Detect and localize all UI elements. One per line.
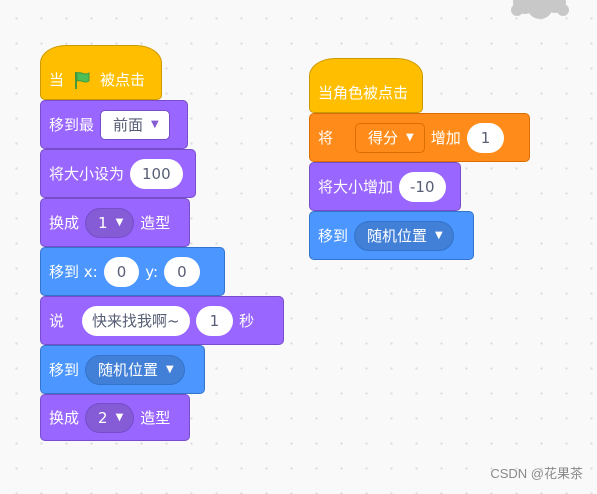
switch-costume-block-2[interactable]: 换成 2 ▼ 造型 (40, 394, 190, 441)
hat-suffix: 被点击 (100, 71, 146, 89)
y-input[interactable]: 0 (164, 256, 200, 287)
hat-label: 当角色被点击 (318, 84, 409, 102)
chevron-down-icon: ▼ (115, 412, 124, 423)
variable-dropdown[interactable]: 得分 ▼ (355, 122, 425, 153)
block-label: 移到 x: (49, 263, 98, 281)
when-sprite-clicked-hat[interactable]: 当角色被点击 (309, 58, 423, 113)
go-to-front-block[interactable]: 移到最 前面 ▼ (40, 100, 188, 149)
change-size-block[interactable]: 将大小增加 -10 (309, 162, 461, 211)
chevron-down-icon: ▼ (166, 364, 174, 375)
size-change-input[interactable]: -10 (399, 171, 446, 202)
block-label: 移到 (49, 361, 80, 379)
position-dropdown[interactable]: 随机位置 ▼ (85, 354, 185, 385)
hat-prefix: 当 (49, 71, 65, 89)
change-by-input[interactable]: 1 (466, 122, 505, 153)
dropdown-value: 2 (98, 408, 108, 427)
layer-dropdown[interactable]: 前面 ▼ (100, 109, 170, 140)
change-variable-block[interactable]: 将 得分 ▼ 增加 1 (309, 113, 530, 162)
block-label: 将大小设为 (49, 165, 125, 183)
block-label: 换成 (49, 409, 80, 427)
block-label: 移到最 (49, 116, 95, 134)
dropdown-value: 随机位置 (98, 361, 159, 379)
block-middle: 增加 (430, 129, 461, 147)
sprite-thumbnail-icon (511, 0, 569, 19)
block-label: 将 (318, 129, 334, 147)
block-suffix: 造型 (140, 214, 171, 232)
chevron-down-icon: ▼ (151, 119, 159, 130)
message-input[interactable]: 快来找我啊~ (82, 305, 190, 336)
costume-dropdown[interactable]: 2 ▼ (85, 402, 135, 433)
go-to-random-block-2[interactable]: 移到 随机位置 ▼ (309, 211, 474, 260)
costume-dropdown[interactable]: 1 ▼ (85, 207, 135, 238)
say-for-secs-block[interactable]: 说 快来找我啊~ 1 秒 (40, 296, 284, 345)
block-label: 移到 (318, 227, 349, 245)
go-to-random-block[interactable]: 移到 随机位置 ▼ (40, 345, 205, 394)
block-label: 说 (49, 312, 65, 330)
dropdown-value: 1 (98, 213, 108, 232)
dropdown-value: 随机位置 (367, 227, 428, 245)
set-size-block[interactable]: 将大小设为 100 (40, 149, 196, 198)
chevron-down-icon: ▼ (406, 132, 414, 143)
block-label: 换成 (49, 214, 80, 232)
position-dropdown[interactable]: 随机位置 ▼ (354, 220, 454, 251)
block-suffix: 秒 (239, 312, 255, 330)
go-to-xy-block[interactable]: 移到 x: 0 y: 0 (40, 247, 225, 296)
chevron-down-icon: ▼ (115, 217, 124, 228)
when-flag-clicked-hat[interactable]: 当 被点击 (40, 45, 162, 100)
switch-costume-block[interactable]: 换成 1 ▼ 造型 (40, 198, 190, 247)
seconds-input[interactable]: 1 (195, 305, 234, 336)
block-label: 将大小增加 (318, 178, 394, 196)
dropdown-value: 前面 (113, 116, 144, 134)
green-flag-icon (75, 71, 90, 89)
y-label: y: (145, 262, 159, 281)
x-input[interactable]: 0 (103, 256, 140, 287)
block-suffix: 造型 (140, 409, 171, 427)
dropdown-value: 得分 (368, 129, 399, 147)
size-input[interactable]: 100 (130, 158, 183, 189)
watermark: CSDN @花果茶 (490, 466, 583, 481)
chevron-down-icon: ▼ (435, 230, 443, 241)
